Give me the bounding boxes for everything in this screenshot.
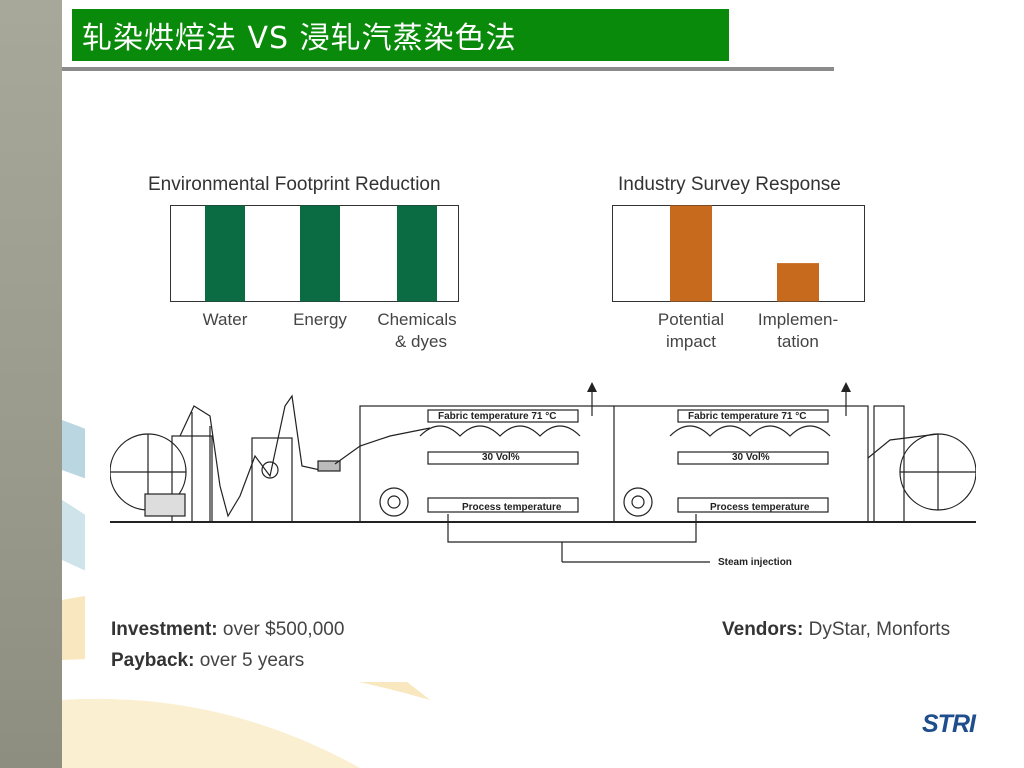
vol-label-1: 30 Vol% — [482, 452, 520, 463]
bar-2 — [397, 205, 437, 302]
left-decorative-bar — [0, 0, 62, 768]
process-temp-label-2: Process temperature — [710, 502, 810, 513]
investment-label: Investment: — [111, 619, 218, 640]
vol-label-2: 30 Vol% — [732, 452, 770, 463]
investment-line: Investment: over $500,000 — [111, 619, 344, 641]
vendors-value: DyStar, Monforts — [808, 619, 951, 640]
tick-label-1-1: tation — [777, 332, 819, 351]
bar-0 — [205, 205, 245, 302]
tick-label-2-0: Chemicals — [377, 310, 456, 329]
vendors-label: Vendors: — [722, 619, 804, 640]
tick-label-0-0: Water — [203, 310, 248, 329]
chart-frame — [612, 205, 865, 302]
stri-logo: STRI — [922, 710, 976, 738]
tick-label-1-0: Implemen- — [758, 310, 838, 329]
tick-label-1-0: Energy — [293, 310, 347, 329]
fabric-temp-label-1: Fabric temperature 71 °C — [438, 411, 557, 422]
payback-value: over 5 years — [199, 650, 305, 671]
chart-title-environmental: Environmental Footprint Reduction — [148, 174, 441, 195]
process-machine-diagram: Fabric temperature 71 °C Fabric temperat… — [110, 382, 976, 568]
tick-label-0-1: impact — [666, 332, 716, 351]
tick-label-0-0: Potential — [658, 310, 724, 329]
survey-bar-chart: Potential impact Implemen-tation — [612, 205, 865, 351]
environmental-bar-chart: Water Energy Chemicals & dyes — [170, 205, 459, 351]
tick-label-2-1: & dyes — [395, 332, 447, 351]
investment-value: over $500,000 — [222, 619, 345, 640]
title-underline — [62, 67, 834, 71]
payback-label: Payback: — [111, 650, 195, 671]
chart-title-survey: Industry Survey Response — [618, 174, 841, 195]
steam-injection-label: Steam injection — [718, 557, 792, 568]
bar-0 — [670, 205, 712, 302]
slide-title: 轧染烘焙法 VS 浸轧汽蒸染色法 — [82, 21, 517, 56]
bar-1 — [777, 263, 819, 302]
process-temp-label-1: Process temperature — [462, 502, 562, 513]
payback-line: Payback: over 5 years — [111, 650, 304, 672]
vendors-line: Vendors: DyStar, Monforts — [722, 619, 950, 641]
fabric-temp-label-2: Fabric temperature 71 °C — [688, 411, 807, 422]
bar-1 — [300, 205, 340, 302]
slide-title-box: 轧染烘焙法 VS 浸轧汽蒸染色法 — [72, 9, 729, 61]
